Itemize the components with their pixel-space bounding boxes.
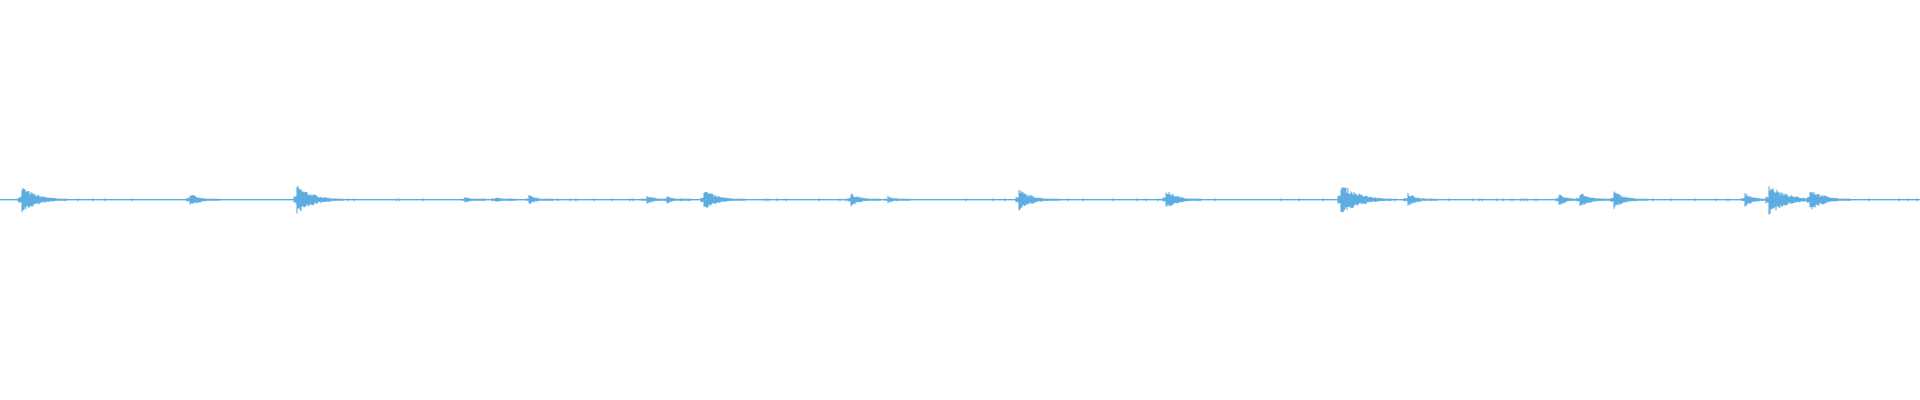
waveform-burst [700, 191, 743, 208]
waveform-burst [492, 197, 517, 202]
waveform-burst [461, 197, 486, 203]
waveform-burst [1610, 191, 1648, 209]
waveform-burst [847, 193, 881, 207]
waveform-burst [293, 186, 344, 214]
waveform-burst [1162, 191, 1202, 207]
waveform-burst [884, 195, 911, 203]
waveform-burst [1576, 193, 1612, 206]
waveform-noise [17, 198, 1918, 202]
waveform-burst [1404, 193, 1438, 206]
waveform-burst [1337, 187, 1393, 213]
waveform-burst [525, 195, 554, 204]
waveform-burst [1015, 190, 1058, 211]
waveform-burst [18, 188, 67, 213]
waveform-burst [186, 194, 220, 205]
waveform-burst [663, 196, 690, 204]
waveform-bursts [17, 186, 1918, 215]
waveform-burst [1806, 191, 1851, 210]
waveform-baseline [0, 199, 1920, 201]
